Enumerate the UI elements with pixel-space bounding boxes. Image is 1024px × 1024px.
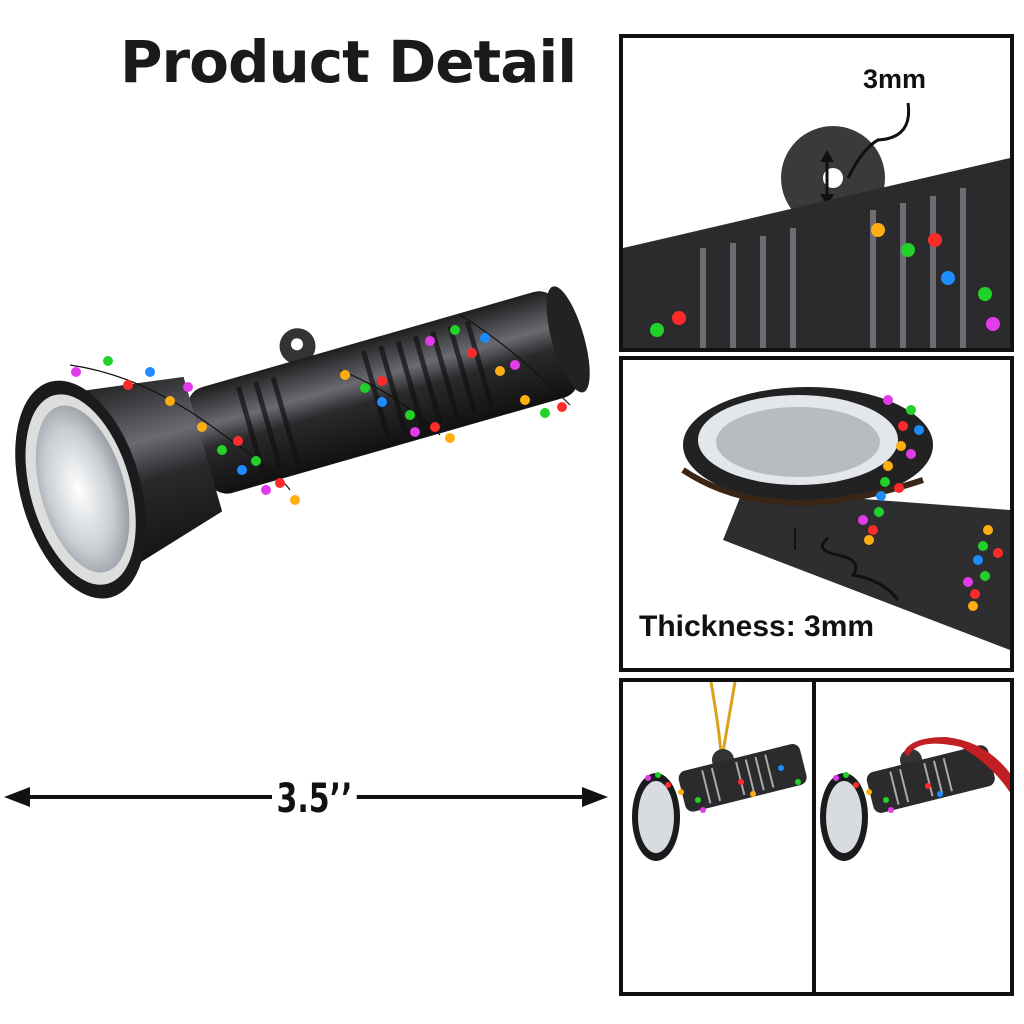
thickness-detail-panel: Thickness: 3mm — [619, 356, 1014, 672]
thickness-label: Thickness: 3mm — [639, 610, 875, 643]
red-ribbon-variant-panel[interactable] — [812, 678, 1014, 996]
light-bulbs — [71, 325, 567, 505]
up-down-arrow-icon — [820, 150, 834, 206]
page-title: Product Detail — [120, 28, 577, 96]
gold-cord-variant-panel[interactable] — [619, 678, 816, 996]
main-product-image — [10, 285, 610, 625]
hole-size-label: 3mm — [863, 64, 927, 94]
width-label: 3.5’’ — [272, 776, 357, 822]
hole-detail-panel: 3mm — [619, 34, 1014, 352]
